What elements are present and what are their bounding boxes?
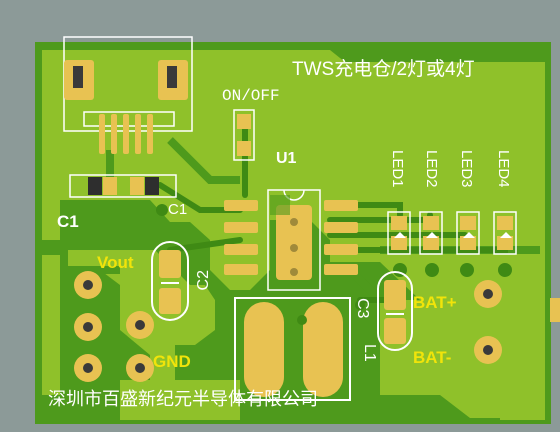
switch-pad-bottom (237, 141, 251, 156)
l1-pad-left (244, 302, 284, 397)
vout-header-pads (74, 271, 154, 382)
usb-shield-hole-right (167, 66, 177, 88)
c1-pad-c (130, 177, 144, 195)
u1-outline (267, 189, 321, 291)
usb-shield-hole-left (73, 66, 83, 88)
led2-label: LED2 (423, 150, 440, 188)
vout-label: Vout (97, 253, 134, 272)
misc-vias (156, 204, 365, 325)
board-title: TWS充电仓/2灯或4灯 (292, 59, 475, 80)
c1-pad-d (145, 177, 159, 195)
switch-outline (233, 109, 255, 161)
led1-label: LED1 (389, 150, 406, 188)
u1-left-pins (224, 200, 258, 275)
l1-outline (234, 297, 351, 401)
led3-label: LED3 (458, 150, 475, 188)
battery-pads (474, 280, 502, 364)
bat-plus-label: BAT+ (413, 293, 457, 312)
edge-pad (550, 298, 560, 322)
switch-pad-top (237, 114, 251, 129)
c3-pad-top (384, 280, 406, 310)
c3-label: C3 (354, 298, 371, 319)
c2-outline (151, 241, 189, 321)
c1-pad-b (103, 177, 117, 195)
u1-vias (290, 218, 298, 276)
c1-outline (69, 174, 177, 198)
usb-signal-pins (99, 114, 153, 154)
c3-outline (377, 271, 413, 351)
company-label: 深圳市百盛新纪元半导体有限公司 (48, 389, 318, 410)
c1-label-left: C1 (57, 212, 79, 231)
l1-label: L1 (361, 344, 378, 362)
led-footprints (387, 211, 517, 255)
l1-pad-right (303, 302, 343, 397)
c3-pad-bottom (384, 318, 406, 344)
gnd-label: GND (153, 352, 191, 371)
bat-minus-label: BAT- (413, 348, 452, 367)
u1-thermal-pad (276, 205, 312, 280)
c2-pad-top (159, 250, 181, 278)
c1-label-right: C1 (168, 201, 188, 218)
u1-label: U1 (276, 150, 297, 167)
u1-notch (283, 189, 305, 201)
c2-pad-bottom (159, 288, 181, 314)
u1-right-pins (324, 200, 358, 275)
u1-pin1-mark (270, 195, 290, 215)
led-polarity-marks (394, 232, 512, 238)
c2-label: C2 (195, 270, 212, 291)
c1-pad-a (88, 177, 102, 195)
switch-label: ON/OFF (222, 87, 280, 105)
led4-label: LED4 (495, 150, 512, 188)
